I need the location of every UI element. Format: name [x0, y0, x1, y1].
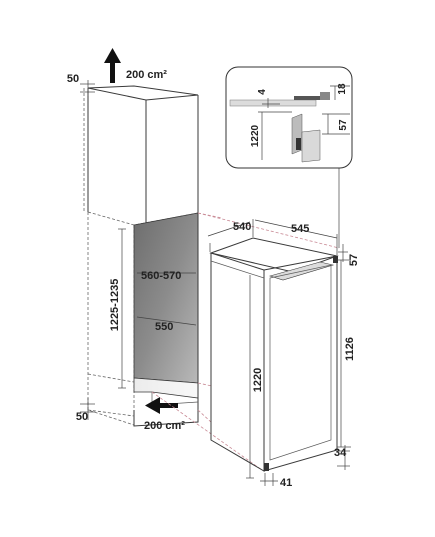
cabinet-top-face [87, 85, 199, 101]
niche-floor [133, 377, 199, 399]
niche-height-label: 1225-1235 [109, 279, 121, 332]
detail-57-label: 57 [338, 119, 349, 131]
bottom-gap-label: 50 [76, 411, 88, 423]
top-vent-area-label: 200 cm² [126, 69, 167, 81]
fridge-door [263, 255, 338, 472]
top-hinge [333, 256, 338, 263]
detail-bracket [296, 138, 301, 150]
fridge-door-inset [269, 264, 332, 461]
top-vent-arrow-icon [104, 48, 121, 83]
detail-1220-label: 1220 [250, 124, 261, 147]
bottom-offset-label: 34 [334, 447, 347, 459]
fridge-width-dimension: 540 [207, 219, 254, 252]
fridge-width-label: 540 [233, 221, 251, 233]
fridge-depth-label: 545 [291, 223, 309, 235]
detail-4-label: 4 [257, 89, 268, 95]
bottom-vent-arrow-icon [145, 397, 178, 414]
cabinet-plinth [133, 410, 199, 427]
fridge-height-dimension: 1220 [246, 275, 264, 479]
bottom-vent-area-label: 200 cm² [144, 420, 185, 432]
detail-18-label: 18 [337, 83, 348, 95]
niche-depth-dimension: 550 [136, 316, 197, 333]
niche-height-dimension: 1225-1235 [109, 228, 126, 389]
top-gap-dimension: 50 [67, 73, 95, 96]
bottom-gap-dimension: 50 [76, 398, 95, 423]
plinth-offset-label: 41 [280, 477, 292, 489]
side-crease [210, 260, 265, 279]
detail-hinge-block [320, 92, 330, 100]
fridge [209, 237, 339, 472]
door-height-label: 1126 [344, 337, 356, 361]
plinth-offset-dimension: 41 [260, 473, 292, 489]
cabinet-hidden-bottom-2 [87, 409, 135, 417]
bottom-offset-dimension: 34 [334, 445, 350, 470]
door-height-dimension: 1126 [337, 259, 356, 448]
detail-hinge-bar [294, 96, 322, 100]
detail-inset-frame [225, 66, 353, 169]
top-gap-label: 50 [67, 73, 79, 85]
fridge-depth-dimension: 545 [254, 219, 338, 255]
niche-depth-label: 550 [155, 321, 173, 333]
fridge-height-label: 1220 [252, 368, 264, 392]
detail-inset: 4 18 1220 57 [225, 66, 353, 169]
bottom-hinge [264, 463, 269, 471]
cabinet-hidden-bottom [87, 373, 135, 383]
top-offset-label: 57 [348, 254, 360, 266]
detail-door-edge [301, 129, 321, 163]
fridge-side [210, 252, 265, 472]
niche-width-label: 560-570 [141, 270, 181, 282]
alignment-guides [151, 212, 340, 471]
niche-width-dimension: 560-570 [137, 270, 196, 282]
cabinet [83, 85, 199, 427]
niche-back-wall [133, 212, 199, 384]
detail-top-panel [229, 99, 317, 107]
